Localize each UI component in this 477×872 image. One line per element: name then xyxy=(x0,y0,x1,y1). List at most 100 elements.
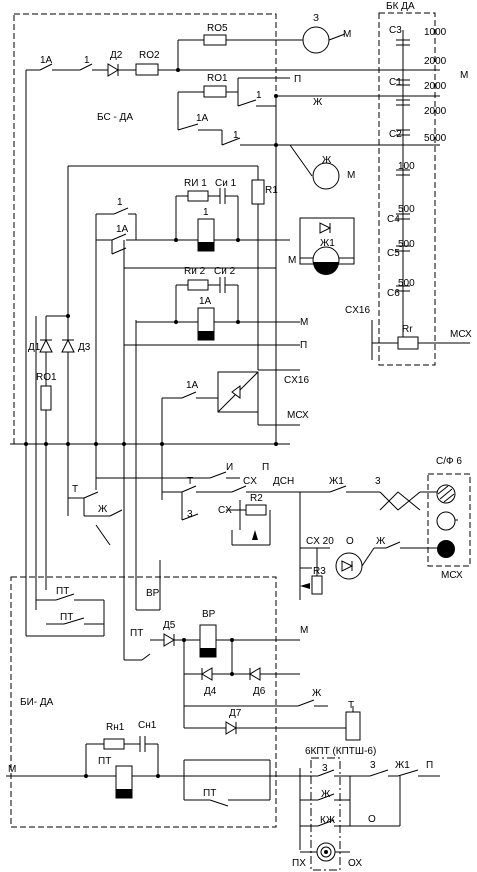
contact-3c-label: 3 xyxy=(322,763,328,774)
sf6-black-light-icon xyxy=(437,540,455,558)
contact-1a-mid-label: 1А xyxy=(196,113,209,124)
diodes-d1-d3 xyxy=(39,314,75,411)
ox-label: ОХ xyxy=(348,858,362,869)
contact-zh-t-label: Ж xyxy=(98,504,108,515)
line-zh-label: Ж xyxy=(313,97,323,108)
vr-left-label: ВР xyxy=(146,588,160,599)
relay-vr-label: ВР xyxy=(202,609,216,620)
relay-pt-label: ПТ xyxy=(98,756,111,767)
sf6-white-light-icon xyxy=(436,511,456,531)
block-bk-da-frame xyxy=(378,12,436,366)
cap-100-label: 100 xyxy=(398,161,415,172)
bi-da-title: БИ- ДА xyxy=(20,697,54,708)
lamp-o-label: O xyxy=(346,536,354,547)
relay1-group xyxy=(68,165,290,370)
vr-relay-group xyxy=(124,624,300,681)
kpt-group xyxy=(299,768,440,862)
cx16-bk-label: CX16 xyxy=(345,305,370,316)
contact-kzh-label: КЖ xyxy=(320,815,336,826)
sf6-title: С/Ф 6 xyxy=(436,456,462,467)
line-mcx-label: МСХ xyxy=(287,410,309,421)
relay1a-coil-label: 1А xyxy=(199,296,212,307)
cap-c5-label: C5 xyxy=(387,248,400,259)
resistor-ro2-label: RO2 xyxy=(139,50,160,61)
capacitor-bank xyxy=(371,30,470,360)
line-m-bi-label: М xyxy=(8,764,16,775)
contact-1a-top-label: 1А xyxy=(40,55,53,66)
mcx-sf6-label: МСХ xyxy=(441,570,463,581)
diode-d3-label: Д3 xyxy=(78,342,91,353)
resistor-ro5-label: RO5 xyxy=(207,23,228,34)
middle-zone xyxy=(96,471,458,600)
top-line xyxy=(26,33,440,77)
contact-pt5-label: ПТ xyxy=(203,788,216,799)
lamp-z-icon xyxy=(302,26,330,54)
line-m-label-2: М xyxy=(300,317,308,328)
line-p-label-2: П xyxy=(300,340,307,351)
cap-1000-label: 1000 xyxy=(424,27,447,38)
relay-t-label: Т xyxy=(348,700,354,711)
resistor-ri2-label: Rи 2 xyxy=(184,266,206,277)
cap-500b-label: 500 xyxy=(398,239,415,250)
lamp-zh1-label: Ж1 xyxy=(320,238,335,249)
mcx-bk-label: МСХ xyxy=(450,329,472,340)
cap-5000-label: 5000 xyxy=(424,133,447,144)
pt-contacts-left xyxy=(26,560,161,637)
diode-d4-label: Д4 xyxy=(204,686,217,697)
resistor-ro1-label: RO1 xyxy=(207,73,228,84)
diode-d2-label: Д2 xyxy=(110,50,123,61)
contact-pt1-label: ПТ xyxy=(56,586,69,597)
ro1-group xyxy=(177,77,440,444)
bridge-rectifier-group xyxy=(162,369,300,426)
resistor-r1-label: R1 xyxy=(265,185,278,196)
diode-d1-label: Д1 xyxy=(28,342,41,353)
contact-zh1-label: Ж1 xyxy=(329,476,344,487)
contact-pt3-label: ПТ xyxy=(130,628,143,639)
px-label: ПХ xyxy=(292,858,306,869)
line-m-label-3: М xyxy=(300,625,308,636)
cap-2000c-label: 2000 xyxy=(424,106,447,117)
contact-zh-kpt-label: Ж xyxy=(321,789,331,800)
bs-da-title: БС - ДА xyxy=(97,112,133,123)
contact-1-b-label: 1 xyxy=(233,130,239,141)
contact-i-label: И xyxy=(226,462,233,473)
lamp-zh-icon xyxy=(312,162,340,190)
cap-2000a-label: 2000 xyxy=(424,56,447,67)
resistor-ro1-left-label: RO1 xyxy=(36,372,57,383)
contact-t2-label: Т xyxy=(72,484,78,495)
block-sf6-frame xyxy=(427,473,471,567)
line-p-label-4: П xyxy=(426,760,433,771)
contact-zh1-b-label: Ж xyxy=(376,536,386,547)
contact-1-left-label: 1 xyxy=(117,197,123,208)
cx20-label: CX 20 xyxy=(306,536,334,547)
diode-d7-label: Д7 xyxy=(229,708,242,719)
diode-d6-label: Д6 xyxy=(253,686,266,697)
relay1a-group xyxy=(124,267,300,610)
capacitor-ci2-label: Cи 2 xyxy=(214,266,236,277)
contact-1-top-label: 1 xyxy=(84,55,90,66)
lamp-zh-wire xyxy=(289,144,313,177)
cap-500a-label: 500 xyxy=(398,204,415,215)
pt-relay-group xyxy=(6,736,300,807)
cap-c4-label: C4 xyxy=(387,214,400,225)
cap-c3-label: C3 xyxy=(389,25,402,36)
capacitor-ci1-label: Cи 1 xyxy=(215,178,237,189)
resistor-r3-label: R3 xyxy=(313,566,326,577)
contact-1a-low-label: 1А xyxy=(186,380,199,391)
contact-3b-label: 3 xyxy=(375,476,381,487)
kpt-frame xyxy=(310,757,341,871)
contact-1-mid-label: 1 xyxy=(256,90,262,101)
contact-cx-label: CX xyxy=(243,476,257,487)
relay1-coil-label: 1 xyxy=(203,207,209,218)
kpt-title: 6КПТ (КПТШ-6) xyxy=(305,746,376,757)
contact-t-label: Т xyxy=(187,476,193,487)
contact-zh-bi-label: Ж xyxy=(312,688,322,699)
line-p-label-3: П xyxy=(262,462,269,473)
cap-c6-label: C6 xyxy=(387,288,400,299)
resistor-r2-label: R2 xyxy=(250,493,263,504)
lamp-zh-m-label: М xyxy=(347,170,355,181)
contact-3d-label: 3 xyxy=(370,760,376,771)
cap-c1-label: C1 xyxy=(389,77,402,88)
block-bi-da-frame xyxy=(10,576,277,828)
resistor-rr-label: Rr xyxy=(402,324,413,335)
